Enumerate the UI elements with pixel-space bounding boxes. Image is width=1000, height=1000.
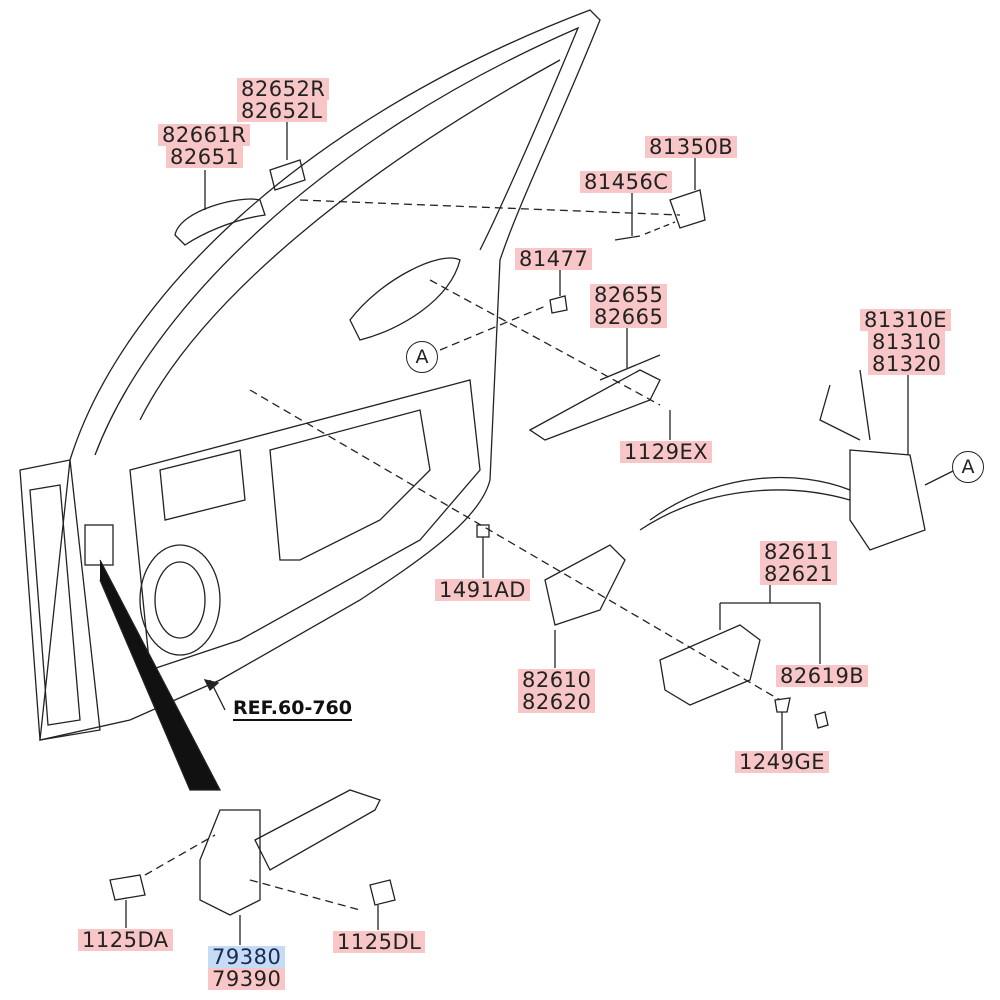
part-label-1125DL[interactable]: 1125DL — [333, 931, 426, 953]
part-label-82610[interactable]: 82610 — [518, 669, 596, 691]
part-label-82652R[interactable]: 82652R — [237, 78, 330, 100]
part-label-82611[interactable]: 82611 — [760, 541, 838, 563]
part-label-81350B[interactable]: 81350B — [645, 136, 738, 158]
part-label-82665[interactable]: 82665 — [590, 306, 668, 328]
part-label-1129EX[interactable]: 1129EX — [620, 441, 713, 463]
part-label-82651[interactable]: 82651 — [166, 146, 244, 168]
callout-a-left: A — [406, 341, 438, 373]
part-label-82652L[interactable]: 82652L — [237, 100, 327, 122]
part-label-81320[interactable]: 81320 — [868, 353, 946, 375]
part-label-81310E[interactable]: 81310E — [860, 309, 952, 331]
part-label-1491AD[interactable]: 1491AD — [435, 579, 530, 601]
part-label-82661R[interactable]: 82661R — [158, 124, 251, 146]
part-label-79380[interactable]: 79380 — [208, 946, 286, 968]
part-label-1249GE[interactable]: 1249GE — [735, 751, 829, 773]
part-label-1125DA[interactable]: 1125DA — [78, 929, 173, 951]
part-label-81477[interactable]: 81477 — [515, 248, 593, 270]
callout-a-right: A — [952, 451, 984, 483]
part-label-79390[interactable]: 79390 — [208, 968, 286, 990]
part-label-81310[interactable]: 81310 — [868, 331, 946, 353]
part-label-81456C[interactable]: 81456C — [580, 171, 673, 193]
reference-label[interactable]: REF.60-760 — [233, 697, 353, 721]
part-label-82621[interactable]: 82621 — [760, 563, 838, 585]
part-label-82655[interactable]: 82655 — [590, 284, 668, 306]
part-label-82620[interactable]: 82620 — [518, 691, 596, 713]
part-label-82619B[interactable]: 82619B — [776, 665, 869, 687]
